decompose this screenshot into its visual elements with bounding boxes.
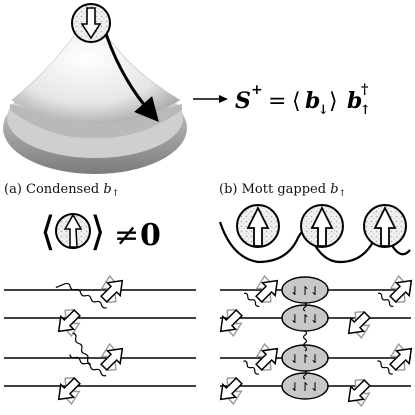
mexican-hat-potential [3, 21, 187, 174]
spin-arrow-icon [389, 279, 413, 303]
formula-plus: + [251, 82, 263, 98]
formula-b-down: b [305, 88, 320, 114]
panel-a-spin-4 [57, 376, 81, 406]
coupling-wavy-line [72, 332, 91, 365]
formula-b-up: b [347, 88, 362, 114]
panel-b-chains [220, 289, 411, 387]
coupling-wavy-line [302, 302, 308, 312]
formula-up-sub: ↑ [360, 103, 371, 118]
dimer-oval-4: ⇃↾⇃ [281, 372, 329, 400]
svg-text:⇃↾⇃: ⇃↾⇃ [290, 312, 320, 326]
svg-text:⇃↾⇃: ⇃↾⇃ [290, 380, 320, 394]
spin-arrow-icon [219, 377, 243, 401]
coupling-wavy-line [302, 330, 308, 352]
panel-b-spin-1 [255, 274, 279, 304]
spin-arrow-icon [347, 379, 371, 403]
formula-langle: ⟨ [292, 89, 301, 114]
panel-a-spin-1 [100, 274, 124, 304]
spin-arrow-icon [255, 347, 279, 371]
dimer-oval-2: ⇃↾⇃ [281, 304, 329, 332]
coupling-wavy-line [302, 370, 308, 380]
panel-b-label: (b) Mott gapped b↑ [219, 182, 346, 199]
zero-symbol: 0 [140, 218, 161, 253]
coupling-wavy-line [243, 360, 259, 375]
formula-rangle: ⟩ [329, 89, 338, 114]
dimer-oval-1: ⇃↾⇃ [281, 276, 329, 304]
spin-arrow-icon [255, 279, 279, 303]
coupling-wavy-line [377, 292, 394, 307]
panel-a-spin-3 [100, 342, 124, 372]
well-spin-1 [236, 204, 280, 248]
spin-arrow-icon [389, 347, 413, 371]
spin-bubble-top [71, 3, 111, 43]
well-spin-3 [363, 204, 407, 248]
spin-arrow-icon [100, 347, 124, 371]
spin-arrow-icon [57, 377, 81, 401]
formula-dagger: † [361, 82, 368, 98]
panel-a-expectation: ⟨ ⟩ ≠ 0 [40, 209, 161, 255]
rotation-trajectory-arrow [104, 33, 159, 123]
spin-up-arrow-icon [63, 213, 83, 248]
dimer-oval-3: ⇃↾⇃ [281, 344, 329, 372]
svg-text:⇃↾⇃: ⇃↾⇃ [290, 352, 320, 366]
spin-down-arrow-icon [80, 7, 102, 40]
panel-b-spin-3 [255, 342, 279, 372]
order-parameter-formula: S + = ⟨ b ↓ ⟩ b † ↑ [235, 82, 371, 118]
coupling-wavy-line [243, 292, 260, 307]
formula-equals: = [268, 89, 286, 114]
panel-b-spin-5 [389, 274, 413, 304]
panel-b-spin-7 [389, 342, 413, 372]
spin-arrow-icon [57, 309, 81, 333]
spin-arrow-icon [219, 309, 243, 333]
formula-down-sub: ↓ [318, 103, 329, 118]
not-equal-sign: ≠ [114, 218, 139, 253]
panel-b-spin-6 [347, 310, 371, 340]
panel-b-spin-8 [347, 378, 371, 408]
svg-text:⇃↾⇃: ⇃↾⇃ [290, 284, 320, 298]
spin-up-arrow-icon [310, 205, 334, 247]
coupling-wavy-line [55, 282, 107, 309]
well-spin-2 [300, 204, 344, 248]
panel-a-spin-2 [57, 308, 81, 338]
formula-s: S [235, 88, 251, 114]
spin-up-arrow-icon [373, 205, 397, 247]
spin-arrow-icon [100, 279, 124, 303]
panel-b-potential-wells [218, 204, 411, 264]
spin-arrow-icon [347, 311, 371, 335]
panel-b-spin-2 [219, 308, 243, 338]
implies-arrow-icon [193, 95, 228, 103]
coupling-wavy-line [377, 360, 393, 375]
expectation-langle: ⟨ [40, 209, 56, 255]
coupling-wavy-line [69, 354, 107, 377]
expectation-rangle: ⟩ [90, 209, 106, 255]
panel-b-spin-4 [219, 376, 243, 406]
panel-a-label: (a) Condensed b↑ [4, 182, 119, 199]
panel-a-chains [4, 289, 196, 387]
spin-up-arrow-icon [246, 205, 270, 247]
